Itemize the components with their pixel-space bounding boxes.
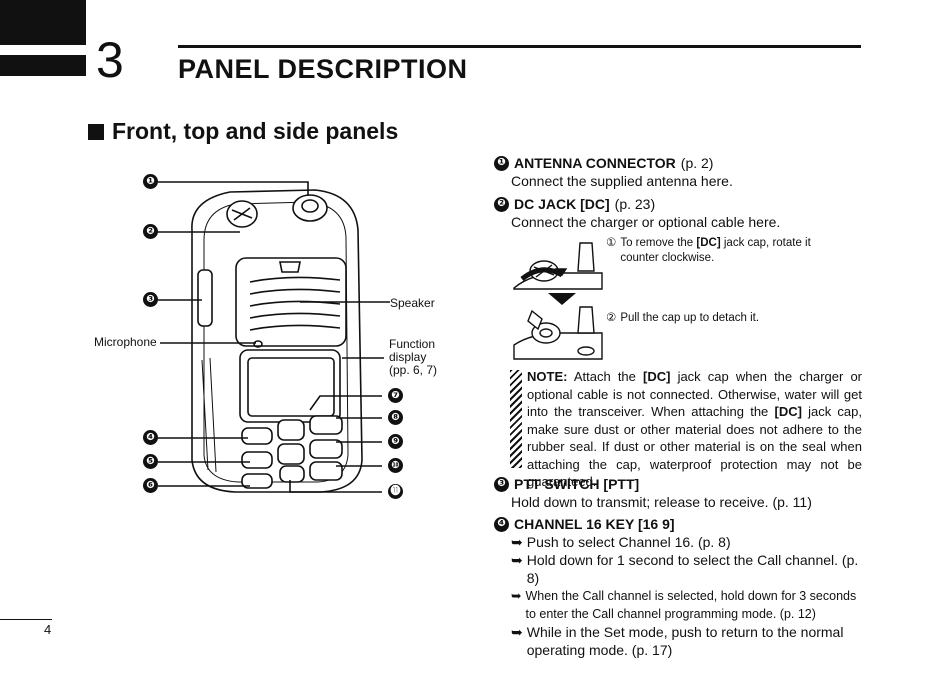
note-text-part: jack cap when the charger or optional ca…	[527, 369, 862, 419]
footer-rule	[0, 619, 52, 620]
callout-2: ❷	[143, 224, 158, 239]
item-channel-16-key: ❹ CHANNEL 16 KEY [16 9] ➥ Push to select…	[494, 515, 864, 659]
list-item-text: While in the Set mode, push to return to…	[526, 624, 844, 658]
list-item: ➥ Hold down for 1 second to select the C…	[511, 551, 864, 587]
function-display	[239, 349, 341, 423]
callout-6: ❻	[143, 478, 158, 493]
item-title: PTT SWITCH [PTT]	[514, 476, 640, 492]
function-display-label: Function display (pp. 6, 7)	[389, 338, 437, 377]
item-title: DC JACK [DC]	[514, 196, 610, 212]
ptt-switch	[197, 269, 213, 327]
callout-8: ❽	[388, 410, 403, 425]
item-number-badge: ❷	[494, 196, 509, 212]
chapter-tab-stripe	[0, 55, 86, 76]
arrow-bullet-icon: ➥	[511, 624, 523, 640]
item-page-ref: (p. 23)	[614, 196, 656, 212]
antenna-knob	[292, 194, 328, 222]
item-number-badge: ❶	[494, 155, 509, 171]
list-item-text: Push to select Channel 16. (p. 8)	[526, 534, 731, 550]
item-title: CHANNEL 16 KEY [16 9]	[514, 516, 675, 532]
step-text-part: counter clockwise.	[620, 252, 715, 264]
note-key-label: [DC]	[774, 404, 802, 419]
arrow-bullet-icon: ➥	[511, 589, 522, 603]
list-item: ➥ While in the Set mode, push to return …	[511, 623, 864, 659]
callout-1: ❶	[143, 174, 158, 189]
chapter-tab-block	[0, 0, 86, 45]
item-body: Connect the supplied antenna here.	[511, 173, 733, 189]
function-display-label-line2: display	[389, 350, 427, 364]
dc-step-2: ② Pull the cap up to detach it.	[606, 311, 856, 326]
section-square-icon	[88, 123, 104, 140]
note-hatch-bar	[510, 370, 522, 468]
function-display-label-line3: (pp. 6, 7)	[389, 363, 438, 377]
radio-body-outline	[191, 189, 363, 493]
item-ptt-switch: ❸ PTT SWITCH [PTT] Hold down to transmit…	[494, 475, 864, 511]
list-item: ➥ Push to select Channel 16. (p. 8)	[511, 533, 864, 551]
step-text-part: jack cap, rotate it	[720, 237, 811, 249]
note-label: NOTE:	[527, 369, 568, 384]
note-key-label: [DC]	[643, 369, 671, 384]
radio-illustration	[158, 181, 390, 493]
note-text: NOTE: Attach the [DC] jack cap when the …	[527, 368, 862, 491]
step-text: Pull the cap up to detach it.	[620, 312, 760, 324]
step-number: ①	[606, 237, 617, 249]
function-display-label-line1: Function	[389, 337, 436, 351]
section-title: Front, top and side panels	[88, 118, 398, 145]
dc-cap-removal-illustration	[513, 242, 603, 360]
step-key-label: [DC]	[696, 237, 721, 249]
arrow-bullet-icon: ➥	[511, 534, 523, 550]
item-dc-jack: ❷ DC JACK [DC] (p. 23) Connect the charg…	[494, 195, 864, 231]
chapter-number: 3	[96, 32, 124, 88]
step-text: To remove the [DC] jack cap, rotate it c…	[620, 236, 810, 266]
callout-10: ❿	[388, 458, 403, 473]
arrow-bullet-icon: ➥	[511, 552, 523, 568]
note-text-part: jack cap, make sure dust or other materi…	[527, 404, 863, 489]
callout-11: ⓫	[388, 484, 403, 499]
step-text-part: To remove the	[620, 237, 697, 249]
header-rule	[178, 45, 861, 48]
section-title-text: Front, top and side panels	[112, 118, 399, 144]
list-item-text: Hold down for 1 second to select the Cal…	[526, 552, 859, 586]
list-item: ➥ When the Call channel is selected, hol…	[511, 587, 864, 623]
step-number: ②	[606, 312, 617, 324]
microphone-label: Microphone	[94, 335, 157, 349]
item-page-ref: (p. 2)	[680, 155, 714, 171]
item-body: Hold down to transmit; release to receiv…	[511, 494, 812, 510]
callout-5: ❺	[143, 454, 158, 469]
page-number: 4	[44, 622, 52, 637]
item-title: ANTENNA CONNECTOR	[514, 155, 676, 171]
callout-7: ❼	[388, 388, 403, 403]
item-number-badge: ❸	[494, 476, 509, 492]
callout-4: ❹	[143, 430, 158, 445]
item-body: Connect the charger or optional cable he…	[511, 214, 781, 230]
callout-9: ❾	[388, 434, 403, 449]
item-number-badge: ❹	[494, 516, 509, 532]
item-antenna-connector: ❶ ANTENNA CONNECTOR (p. 2) Connect the s…	[494, 154, 864, 190]
dc-step-1: ① To remove the [DC] jack cap, rotate it…	[606, 236, 856, 266]
list-item-text: When the Call channel is selected, hold …	[525, 589, 857, 621]
note-text-part: Attach the	[567, 369, 644, 384]
speaker-label: Speaker	[390, 296, 435, 310]
callout-3: ❸	[143, 292, 158, 307]
chapter-title: PANEL DESCRIPTION	[178, 54, 468, 84]
